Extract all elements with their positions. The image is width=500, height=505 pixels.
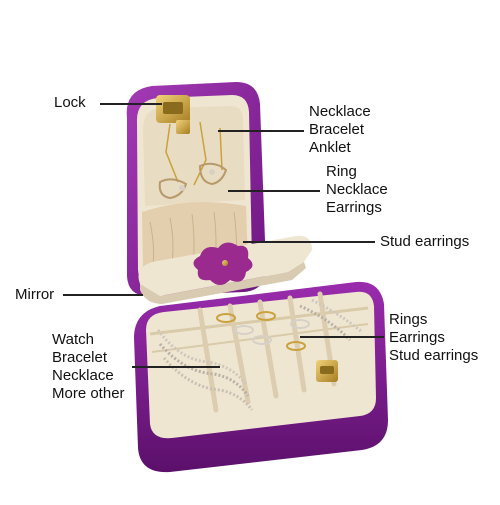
label-line: Earrings <box>326 199 382 216</box>
label-lock-text: Lock <box>54 94 86 111</box>
label-mirror: Mirror <box>15 286 54 304</box>
label-line: Necklace <box>326 181 388 198</box>
leader-line-lock <box>100 103 162 105</box>
box-base <box>134 281 388 473</box>
label-stud-earrings: Stud earrings <box>380 233 469 251</box>
label-line: Anklet <box>309 139 351 156</box>
label-line: Bracelet <box>52 349 108 366</box>
leader-line-rings <box>300 336 384 338</box>
label-line: Ring <box>326 163 357 180</box>
label-lid-top-compartment: Necklace Bracelet Anklet <box>309 103 371 157</box>
mirror-panel <box>138 235 312 304</box>
label-lock: Lock <box>54 94 86 112</box>
label-lid-bottom-compartment: Ring Necklace Earrings <box>326 163 388 217</box>
leader-line-mirror <box>63 294 143 296</box>
label-line: Rings <box>389 311 428 328</box>
leader-line-necklace <box>218 130 304 132</box>
label-line: Watch <box>52 331 94 348</box>
label-tray-left: Watch Bracelet Necklace More other <box>52 331 125 403</box>
lock-clasp <box>156 95 190 134</box>
label-line: Necklace <box>52 367 114 384</box>
label-stud-earrings-text: Stud earrings <box>380 233 470 250</box>
box-lid <box>126 82 266 296</box>
label-line: Stud earrings <box>389 347 479 364</box>
label-line: Bracelet <box>309 121 365 138</box>
label-line: Necklace <box>309 103 371 120</box>
label-tray-right: Rings Earrings Stud earrings <box>389 311 478 365</box>
leader-line-ring <box>228 190 320 192</box>
label-mirror-text: Mirror <box>15 286 55 303</box>
leader-line-stud-earrings <box>243 241 375 243</box>
label-line: Earrings <box>389 329 445 346</box>
label-line: More other <box>52 385 125 402</box>
leader-line-watch <box>132 366 220 368</box>
